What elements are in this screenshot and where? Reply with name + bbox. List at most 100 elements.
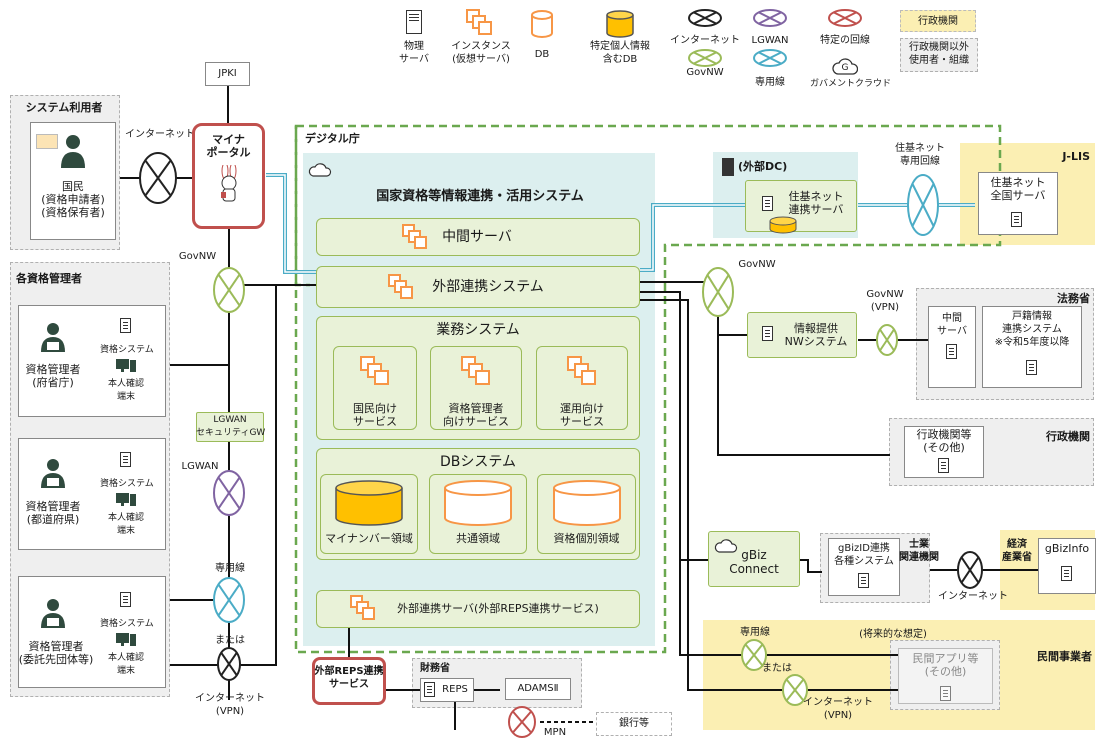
external-link-system-box[interactable]	[316, 266, 640, 308]
intermediate-server-icon	[402, 224, 428, 250]
legend-non-gov: 行政機関以外 使用者・組織	[909, 42, 969, 66]
koseki-server-icon	[1026, 360, 1037, 375]
private-app-server-icon	[940, 686, 951, 701]
myna-mascot-icon	[216, 162, 242, 205]
jpki-box	[205, 62, 250, 86]
dedicated2-label: 専用線	[740, 627, 770, 638]
admin-delegate-person-icon	[40, 598, 66, 628]
legend-internet: インターネット	[670, 35, 740, 46]
internet-vpn-label: インターネット (VPN)	[195, 693, 265, 717]
business-system-label: 業務システム	[436, 322, 520, 338]
digital-agency-title: デジタル庁	[305, 132, 360, 145]
svc-ops-label: 運用向け サービス	[560, 402, 604, 428]
admin-delegate-terminal: 本人確認 端末	[107, 653, 144, 676]
intermediate-server-box	[316, 218, 640, 256]
legend-physical-server: 物理 サーバ	[399, 41, 429, 65]
koseki-label: 戸籍情報 連携システム ※令和5年度以降	[994, 311, 1070, 348]
gbizinfo-server-icon	[1061, 566, 1072, 581]
gbizinfo-label: gBizInfo	[1044, 542, 1090, 555]
net-dedicated-private	[741, 639, 767, 671]
gbiz-connect-label: gBiz Connect	[729, 548, 779, 576]
adams-box[interactable]	[505, 678, 571, 700]
legend-db-personal: 特定個人情報 含むDB	[590, 41, 650, 65]
moj-mid-label: 中間 サーバ	[937, 313, 967, 337]
net-govnw-right	[702, 267, 734, 317]
govnw-vpn-label: GovNW (VPN)	[866, 289, 904, 313]
internet-label: インターネット	[125, 129, 195, 140]
admin-delegate-server-icon	[120, 592, 131, 607]
net-mpn	[508, 706, 536, 738]
admin-pref-terminal: 本人確認 端末	[107, 513, 144, 536]
net-internet-vpn-left	[217, 647, 241, 681]
govnw-left-label: GovNW	[178, 251, 217, 262]
admin-delegate-box	[18, 576, 166, 688]
lgwan-gw-box	[196, 412, 264, 442]
legend-instance: インスタンス (仮想サーバ)	[451, 41, 511, 65]
myna-portal-label: マイナ ポータル	[206, 133, 251, 159]
juki-link-server-icon	[762, 196, 773, 211]
juki-line-label: 住基ネット 専用回線	[895, 143, 945, 167]
banks-box[interactable]	[596, 712, 672, 736]
reps-label: REPS	[442, 684, 468, 695]
svc-citizen-label: 国民向け サービス	[353, 402, 397, 428]
myna-portal-box	[192, 123, 265, 229]
admin-ministry-label: 資格管理者 (府省庁)	[25, 363, 81, 389]
qual-admins-title: 各資格管理者	[16, 272, 82, 285]
lgwan-label: LGWAN	[181, 461, 219, 472]
net-internet-citizen	[139, 152, 177, 204]
meti-label: 経済 産業省	[1002, 539, 1032, 563]
admin-ministry-terminal-icon	[115, 358, 137, 374]
net-govnw-left	[213, 267, 245, 313]
svc-citizen-icon	[360, 356, 390, 386]
legend-gov-cloud-letter: G	[841, 63, 849, 73]
govnw-right-label: GovNW	[738, 259, 776, 270]
legend-gov-agency: 行政機関	[918, 16, 958, 27]
admin-pref-qual-system: 資格システム	[100, 479, 154, 489]
svc-ops-icon	[567, 356, 597, 386]
svc-admin-icon	[461, 356, 491, 386]
db-system-label: DBシステム	[440, 454, 516, 470]
legend-dedicated: 専用線	[755, 77, 785, 88]
private-title: 民間事業者	[1037, 650, 1092, 663]
ext-reps-label: 外部REPS連携 サービス	[314, 666, 384, 690]
admin-pref-box	[18, 438, 166, 550]
admin-ministry-person-icon	[40, 322, 66, 352]
info-nw-server-icon	[762, 326, 773, 341]
internet2-label: インターネット	[938, 591, 1008, 602]
external-link-system-icon	[388, 274, 414, 300]
db-mynumber-icon	[334, 480, 404, 526]
gov-other-server-icon	[938, 458, 949, 473]
reps-server-icon	[424, 682, 435, 697]
info-nw-label: 情報提供 NWシステム	[784, 322, 848, 348]
moj-mid-box[interactable]	[928, 306, 976, 388]
koseki-box[interactable]	[982, 306, 1082, 388]
or-label-1: または	[215, 635, 245, 646]
legend-specific-line: 特定の回線	[820, 35, 870, 46]
db-common-label: 共通領域	[456, 532, 500, 545]
moj-mid-server-icon	[946, 344, 957, 359]
admin-ministry-box	[18, 305, 166, 417]
ext-reps-box[interactable]	[312, 657, 386, 705]
mpn-label: MPN	[543, 727, 567, 738]
admin-pref-terminal-icon	[115, 492, 137, 508]
net-internet-private	[782, 674, 808, 706]
legend-non-gov-box	[900, 38, 978, 72]
ext-link-server-icon	[350, 595, 376, 621]
db-common-icon	[443, 480, 513, 526]
admin-delegate-label: 資格管理者 (委託先団体等)	[18, 640, 94, 666]
legend-db-personal-icon	[605, 10, 635, 38]
mof-title: 財務省	[420, 663, 450, 674]
gov-agencies-title: 行政機関	[1046, 430, 1090, 443]
net-dedicated-left	[213, 577, 245, 623]
admin-delegate-terminal-icon	[115, 632, 137, 648]
legend-net-internet	[688, 9, 722, 27]
juki-national-label: 住基ネット 全国サーバ	[990, 176, 1046, 202]
future-label: (将来的な想定)	[859, 629, 927, 640]
system-users-title: システム利用者	[25, 101, 103, 114]
internet-vpn2-label: インターネット (VPN)	[803, 697, 873, 721]
gbizid-server-icon	[858, 573, 869, 588]
legend-gov-cloud-icon: G	[832, 54, 859, 76]
db-individual-icon	[552, 480, 622, 526]
external-dc-label: (外部DC)	[738, 160, 788, 173]
